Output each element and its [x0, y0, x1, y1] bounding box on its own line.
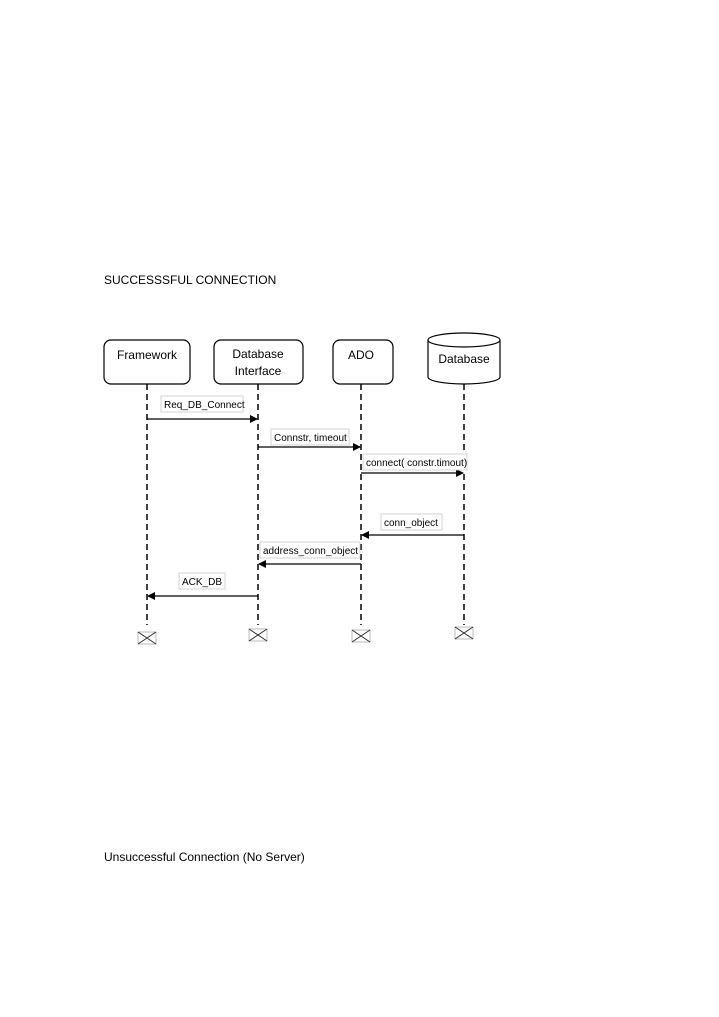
message-3: connect( constr.timout)	[361, 453, 468, 477]
message-label: connect( constr.timout)	[366, 458, 467, 469]
terminator-ado	[351, 629, 371, 643]
message-6: ACK_DB	[147, 572, 258, 600]
actor-label: ADO	[348, 348, 374, 362]
terminator-cross-b	[351, 629, 371, 643]
actor-ado: ADO	[332, 339, 394, 385]
heading-unsuccessful-connection: Unsuccessful Connection (No Server)	[104, 850, 305, 864]
actor-box	[332, 339, 394, 385]
message-label-frame	[178, 572, 226, 590]
actor-label: Interface	[235, 364, 282, 378]
actor-box	[103, 339, 191, 385]
terminator-framework	[137, 631, 157, 645]
message-label-frame	[362, 453, 468, 471]
terminator-db-interface	[248, 628, 268, 642]
terminator-database	[454, 626, 474, 640]
message-2: Connstr, timeout	[258, 428, 361, 451]
actor-framework: Framework	[103, 339, 191, 385]
message-label-frame	[160, 395, 244, 413]
message-label-frame	[380, 513, 443, 531]
heading-successful-connection: SUCCESSSFUL CONNECTION	[104, 273, 277, 287]
database-cylinder-top	[427, 332, 501, 348]
message-label: Req_DB_Connect	[164, 400, 245, 411]
actor-label: Database	[438, 352, 490, 366]
message-label: conn_object	[384, 518, 438, 529]
terminator-cross-b	[248, 628, 268, 642]
terminator-cross-b	[454, 626, 474, 640]
actor-database: Database	[427, 332, 501, 385]
message-label: ACK_DB	[182, 577, 222, 588]
message-5: address_conn_object	[258, 541, 361, 568]
actor-label: Framework	[117, 348, 178, 362]
message-label-frame	[270, 428, 350, 446]
terminator-cross-b	[137, 631, 157, 645]
database-cylinder-body	[427, 340, 501, 385]
message-label-frame	[259, 541, 361, 559]
message-label: address_conn_object	[263, 546, 358, 557]
message-label: Connstr, timeout	[274, 433, 347, 444]
message-4: conn_object	[361, 513, 464, 539]
message-1: Req_DB_Connect	[147, 395, 258, 423]
actor-label: Database	[232, 347, 284, 361]
